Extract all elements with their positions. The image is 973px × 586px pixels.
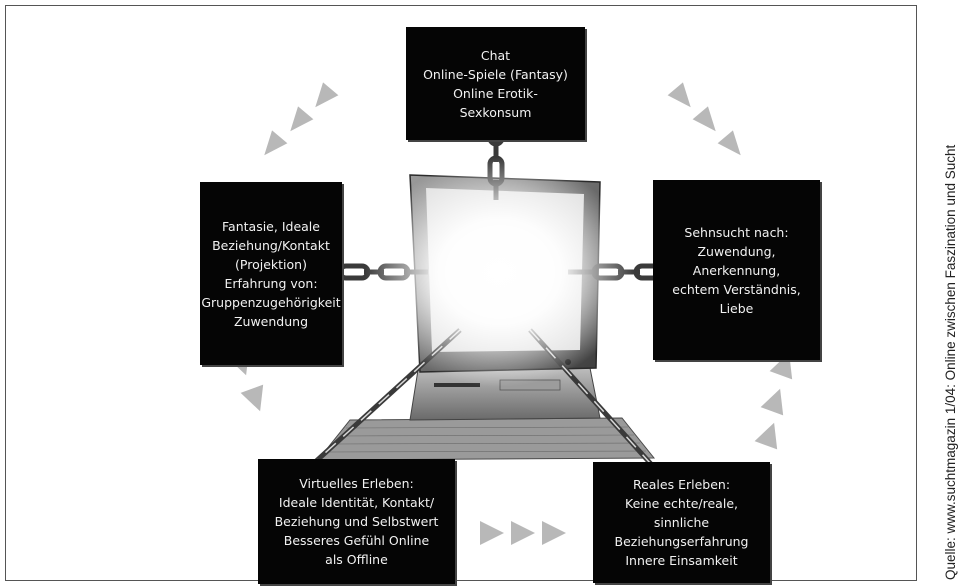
box-line: (Projektion) [235,256,307,272]
box-line: sinnliche [653,515,710,530]
box-line: Beziehung/Kontakt [212,237,330,253]
box-online-activities: Chat Online-Spiele (Fantasy) Online Erot… [406,27,585,140]
box-line: Innere Einsamkeit [625,553,738,568]
arrows-bottom [480,521,566,545]
box-line: Virtuelles Erleben: [299,476,414,491]
box-line: Beziehungserfahrung [614,534,749,549]
box-line: Besseres Gefühl Online [283,533,430,548]
box-line: Zuwendung [233,313,309,329]
keyboard [316,417,656,461]
arrows-top-right [667,82,741,156]
box-line: Chat [480,47,511,63]
source-caption: Quelle: www.suchtmagazin 1/04: Online zw… [943,144,958,580]
box-line: Anerkennung, [692,262,781,278]
box-line: Zuwendung, [697,243,776,259]
box-line: Gruppenzugehörigkeit [201,294,341,310]
box-virtual-experience: Virtuelles Erleben: Ideale Identität, Ko… [258,459,455,584]
box-line: Reales Erleben: [632,477,731,492]
box-line: Ideale Identität, Kontakt/ [278,495,435,510]
box-line: Sexkonsum [459,104,532,120]
arrows-right [754,352,793,450]
screen-glow [365,157,635,387]
floppy-drive [434,383,480,387]
box-line: Fantasie, Ideale [222,218,320,234]
box-line: Online-Spiele (Fantasy) [423,66,568,82]
box-line: Erfahrung von: [224,275,318,291]
box-line: Keine echte/reale, [625,496,738,511]
box-line: Sehnsucht nach: [684,224,789,240]
box-line: Liebe [719,300,754,316]
box-line: Beziehung und Selbstwert [274,514,439,529]
keyboard-keys [327,426,647,453]
box-real-experience: Reales Erleben: Keine echte/reale, sinnl… [593,462,770,583]
box-longing: Sehnsucht nach: Zuwendung, Anerkennung, … [653,180,820,360]
box-line: echtem Verständnis, [672,281,801,297]
box-line: als Offline [325,552,388,567]
box-line: Online Erotik- [453,85,538,101]
box-fantasy-ideals: Fantasie, Ideale Beziehung/Kontakt (Proj… [200,182,342,365]
arrows-top-left [264,82,339,156]
